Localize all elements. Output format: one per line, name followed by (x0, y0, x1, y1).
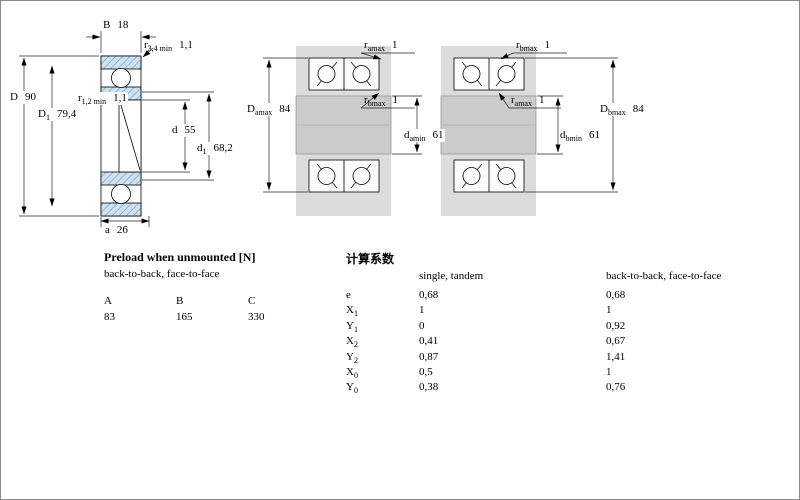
preload-section: Preload when unmounted [N] back-to-back,… (104, 250, 320, 323)
preload-value: 83 (104, 311, 115, 323)
factor-row-X2: X2 0,41 0,67 (346, 335, 626, 350)
factor-row-Y1: Y1 0 0,92 (346, 319, 626, 334)
arrangement-1-dimension-lines (263, 52, 422, 193)
factors-header-row: single, tandem back-to-back, face-to-fac… (346, 270, 799, 289)
arrangement-1-figure (263, 46, 422, 216)
factors-col1-header: single, tandem (419, 270, 484, 282)
preload-col-header: A (104, 295, 112, 307)
factors-col2-header: back-to-back, face-to-face (606, 270, 722, 282)
preload-value: 165 (176, 311, 193, 323)
preload-table: A B C 83 165 330 (104, 295, 320, 323)
single-bearing-figure (19, 31, 214, 227)
technical-drawings (19, 31, 618, 227)
factor-row-X0: X0 0,5 1 (346, 365, 612, 381)
factor-row-X1: X1 1 1 (346, 304, 612, 319)
factor-row-e: e 0,68 0,68 (346, 289, 626, 301)
single-bearing-body (100, 55, 142, 217)
factors-title: 计算系数 (346, 252, 395, 266)
factor-row-Y0: Y0 0,38 0,76 (346, 381, 626, 396)
single-bearing-dimension-lines (19, 31, 214, 227)
preload-title: Preload when unmounted [N] (104, 250, 256, 264)
preload-value: 330 (248, 311, 265, 323)
arrangement-2-dimension-lines (498, 52, 618, 193)
factors-table: single, tandem back-to-back, face-to-fac… (346, 270, 799, 397)
arrangement-2-figure (440, 46, 618, 216)
preload-col-header: B (176, 295, 184, 307)
preload-col-header: C (248, 295, 256, 307)
factor-row-Y2: Y2 0,87 1,41 (346, 350, 626, 365)
preload-subtitle: back-to-back, face-to-face (104, 268, 220, 280)
factors-section-title-wrap: 计算系数 (346, 250, 394, 267)
